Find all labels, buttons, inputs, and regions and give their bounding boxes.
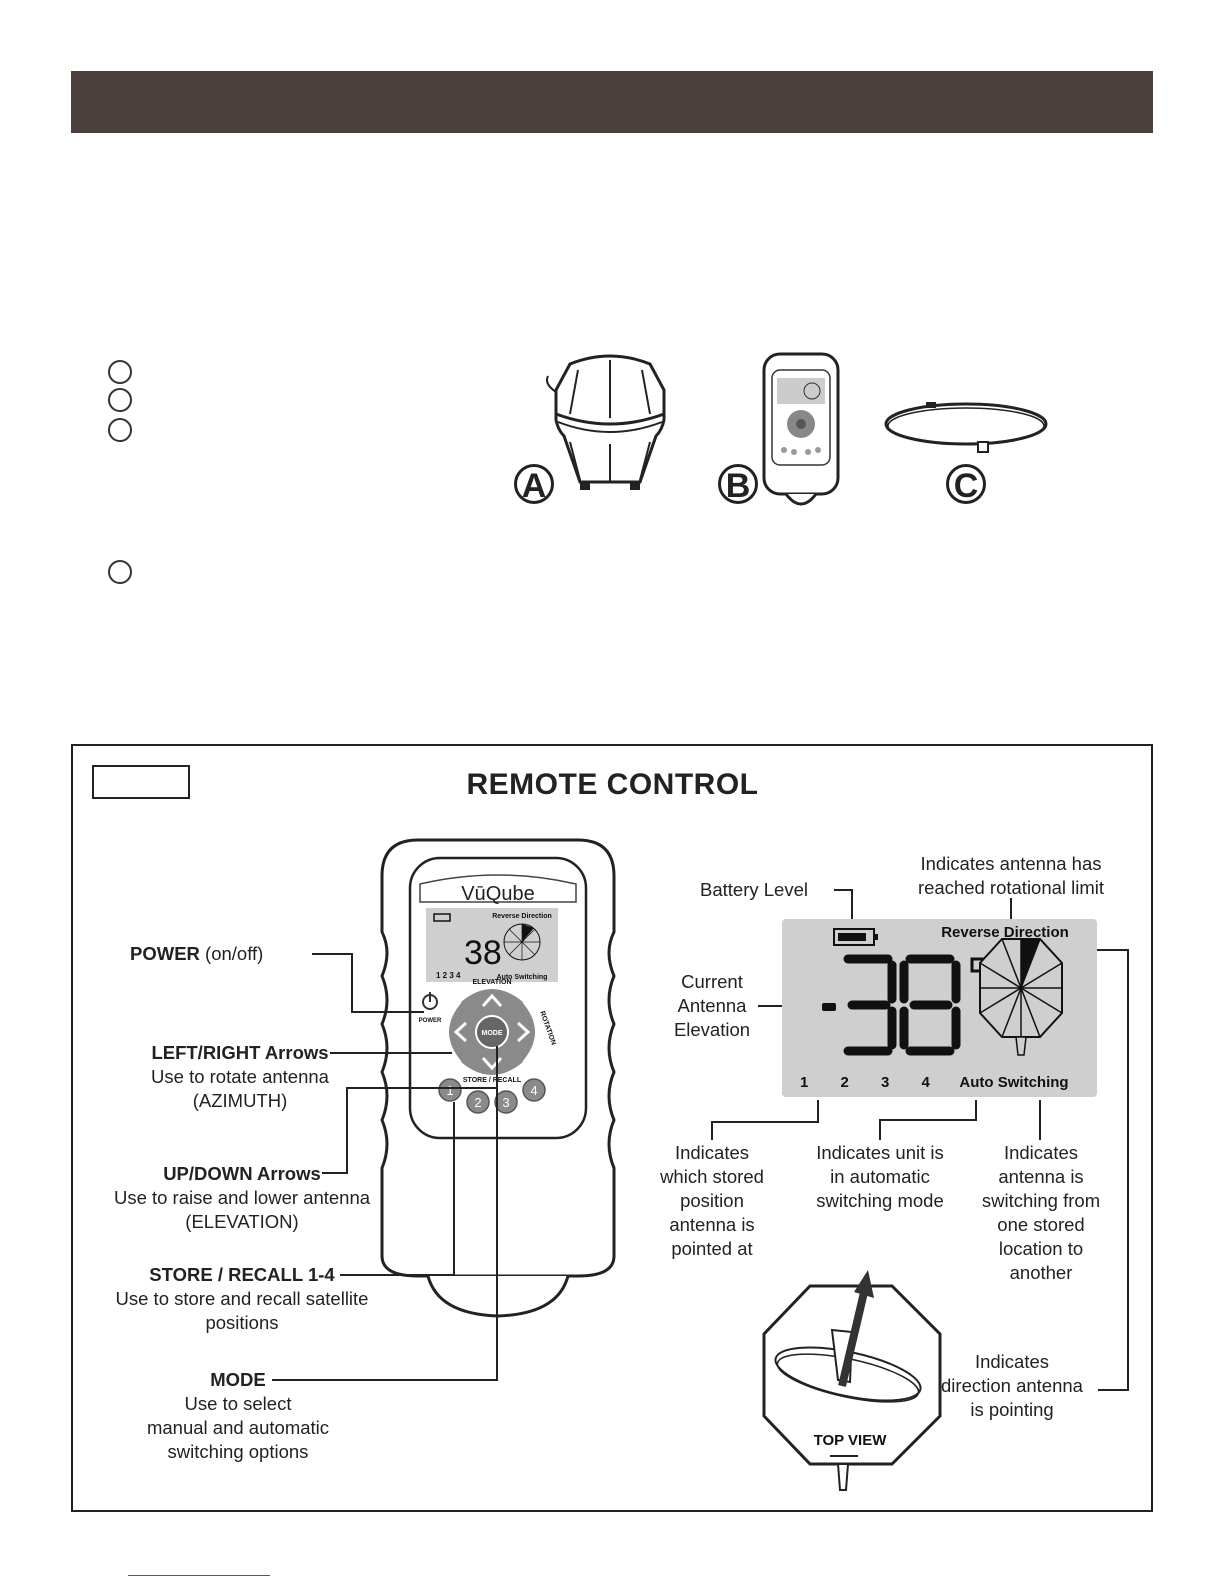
callout-direction-pointing: Indicates direction antenna is pointing <box>941 1351 1083 1420</box>
callout-rotational-limit: Indicates antenna has reached rotational… <box>917 853 1105 898</box>
callout-mode: MODE Use to select manual and automatic … <box>146 1369 330 1462</box>
callout-automatic-mode: Indicates unit is in automatic switching… <box>816 1142 944 1211</box>
remote-elevation-label: ELEVATION <box>472 979 511 986</box>
remote-store-recall-label: STORE / RECALL <box>463 1077 522 1084</box>
list-bullet-b <box>108 388 132 412</box>
remote-control-diagram <box>71 744 1153 1512</box>
lcd-auto-switching: Auto Switching <box>959 1074 1069 1091</box>
remote-key-4: 4 <box>530 1083 537 1098</box>
remote-key-1: 1 <box>446 1083 453 1098</box>
top-view-illustration <box>762 1270 942 1491</box>
callout-switching-location: Indicates antenna is switching from one … <box>981 1142 1101 1283</box>
callout-left-right: LEFT/RIGHT Arrows Use to rotate antenna … <box>151 1042 329 1111</box>
remote-screen-reverse: Reverse Direction <box>492 913 552 920</box>
antenna-dome-illustration <box>546 354 666 490</box>
product-label-c: C <box>946 464 986 505</box>
lcd-reverse-direction: Reverse Direction <box>941 924 1069 941</box>
callout-store-recall: STORE / RECALL 1-4 Use to store and reca… <box>115 1264 369 1333</box>
callout-power: POWER (on/off) <box>130 943 264 964</box>
remote-key-3: 3 <box>502 1095 509 1110</box>
diagram-title: REMOTE CONTROL <box>466 768 759 801</box>
remote-power-label: POWER <box>419 1018 442 1024</box>
callout-battery-level: Battery Level <box>700 879 808 900</box>
list-bullet-a <box>108 360 132 384</box>
callout-up-down: UP/DOWN Arrows Use to raise and lower an… <box>113 1163 371 1232</box>
lcd-position-numbers: 1 2 3 4 <box>800 1074 944 1091</box>
remote-screen-nums: 1 2 3 4 <box>436 971 461 980</box>
callout-current-elevation: Current Antenna Elevation <box>673 971 751 1040</box>
remote-screen-auto: Auto Switching <box>497 974 548 981</box>
list-bullet-c <box>108 418 132 442</box>
remote-control-illustration: VūQube 38° Reverse Direction Auto Switch… <box>380 838 616 1318</box>
lcd-graphics <box>822 928 1063 1056</box>
cable-illustration <box>884 402 1048 453</box>
product-label-a: A <box>514 464 554 505</box>
top-view-label: TOP VIEW <box>813 1432 887 1449</box>
remote-small-illustration <box>762 352 840 506</box>
callout-stored-position: Indicates which stored position antenna … <box>660 1142 764 1259</box>
product-label-b: B <box>718 464 758 505</box>
remote-key-2: 2 <box>474 1095 481 1110</box>
figure-label-box <box>92 765 190 799</box>
header-bar <box>71 71 1153 133</box>
remote-mode-label: MODE <box>482 1030 503 1037</box>
remote-brand: VūQube <box>461 883 534 905</box>
remote-dpad <box>449 989 535 1075</box>
footer-link-underline <box>128 1575 270 1576</box>
list-bullet-d <box>108 560 132 584</box>
